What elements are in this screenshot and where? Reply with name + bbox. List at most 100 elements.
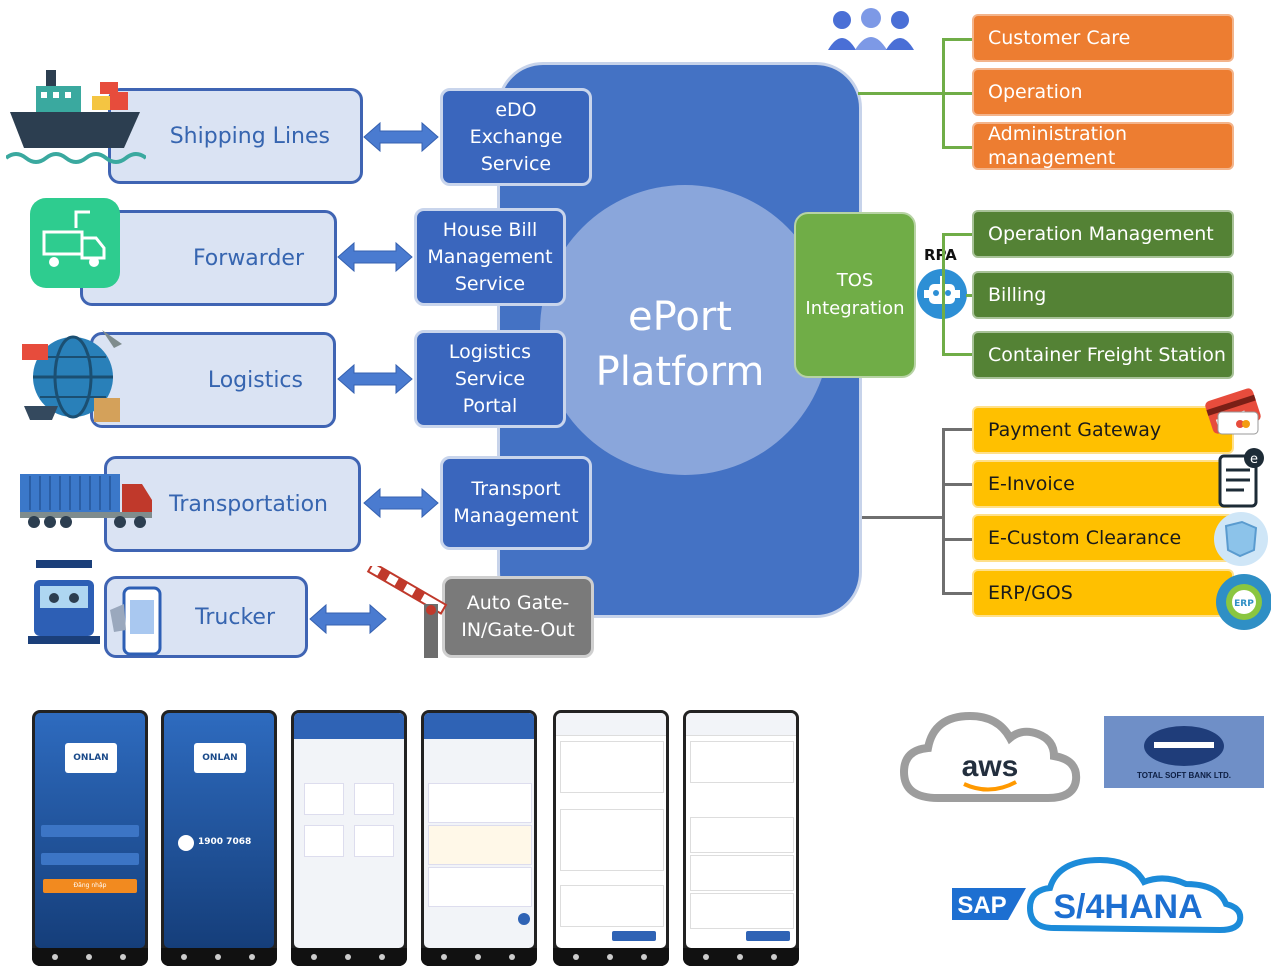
box-billing: Billing: [972, 271, 1234, 319]
customs-map-icon: [1214, 512, 1268, 566]
phone-screen-form: [553, 710, 669, 966]
list-item[interactable]: [428, 867, 532, 907]
entity-label: Trucker: [195, 604, 275, 630]
aws-cloud-logo: aws: [899, 711, 1081, 802]
gate-barrier-icon: [366, 566, 448, 658]
phone-call-icon: [178, 835, 194, 851]
connector-line: [942, 38, 974, 41]
credit-card-icon: [1205, 388, 1261, 435]
service-logistics-portal: Logistics Service Portal: [414, 330, 566, 428]
service-transport-management: Transport Management: [440, 456, 592, 550]
phone-screen-list: [421, 710, 537, 966]
box-erp-gos: ERP/GOS: [972, 569, 1234, 617]
connector-line: [942, 538, 974, 541]
menu-tile[interactable]: [354, 825, 394, 857]
double-arrow-icon: [337, 363, 413, 395]
list-item[interactable]: [690, 855, 794, 891]
phone-screen-splash: ONLAN 1900 7068: [161, 710, 277, 966]
menu-tile[interactable]: [354, 783, 394, 815]
connector-line: [966, 294, 974, 297]
platform-title: ePort Platform: [560, 290, 800, 400]
container-truck-icon: [20, 474, 152, 528]
platform-title-line1: ePort: [628, 294, 732, 340]
connector-line: [942, 428, 974, 431]
box-e-custom-clearance: E-Custom Clearance: [972, 514, 1234, 562]
box-container-freight-station: Container Freight Station: [972, 331, 1234, 379]
menu-tile[interactable]: [304, 825, 344, 857]
connector-line: [942, 92, 974, 95]
app-header: [424, 713, 534, 739]
rpa-label: RPA: [924, 246, 957, 264]
box-operation-management: Operation Management: [972, 210, 1234, 258]
connector-line: [942, 592, 974, 595]
box-customer-care: Customer Care: [972, 14, 1234, 62]
confirm-button[interactable]: [746, 931, 790, 941]
detail-card: [690, 741, 794, 783]
detail-card: [560, 741, 664, 793]
submit-button[interactable]: [612, 931, 656, 941]
trucker-phone-icon: [28, 560, 162, 656]
service-edo-exchange: eDO Exchange Service: [440, 88, 592, 186]
connector-line: [942, 233, 974, 236]
s4hana-text: S/4HANA: [1053, 888, 1202, 926]
list-item[interactable]: [428, 783, 532, 823]
people-group-icon: [828, 8, 914, 50]
entity-label: Forwarder: [192, 245, 304, 271]
entity-label: Logistics: [207, 367, 303, 393]
globe-logistics-icon: [22, 330, 122, 422]
entity-label: Shipping Lines: [169, 123, 330, 149]
brand-logo: ONLAN: [65, 743, 117, 773]
e-invoice-icon: e: [1218, 448, 1264, 508]
double-arrow-icon: [309, 603, 387, 635]
app-header: [686, 713, 796, 736]
tsb-text: TOTAL SOFT BANK LTD.: [1137, 771, 1231, 780]
username-field[interactable]: [41, 825, 139, 837]
double-arrow-icon: [363, 487, 439, 519]
phone-screen-detail: [683, 710, 799, 966]
double-arrow-icon: [363, 121, 439, 153]
list-item[interactable]: [690, 893, 794, 929]
aws-text: aws: [962, 750, 1019, 783]
entity-shipping-lines: Shipping Lines: [108, 88, 363, 184]
service-house-bill: House Bill Management Service: [414, 208, 566, 306]
connector-line: [942, 483, 974, 486]
brand-logo: ONLAN: [194, 743, 246, 773]
connector-line: [942, 353, 974, 356]
list-item[interactable]: [428, 825, 532, 865]
connector-line: [942, 233, 945, 355]
erp-gear-icon: ERP: [1216, 574, 1271, 630]
phone-screen-login: ONLAN Đăng nhập: [32, 710, 148, 966]
detail-card: [560, 809, 664, 871]
service-auto-gate: Auto Gate- IN/Gate-Out: [442, 576, 594, 658]
tos-integration: TOS Integration: [794, 212, 916, 378]
fab-button[interactable]: [518, 913, 530, 925]
list-item[interactable]: [690, 817, 794, 853]
box-operation: Operation: [972, 68, 1234, 116]
app-header: [556, 713, 666, 736]
menu-tile[interactable]: [304, 783, 344, 815]
svg-text:ERP: ERP: [1234, 599, 1254, 609]
connector-line: [942, 146, 974, 149]
box-administration-management: Administration management: [972, 122, 1234, 170]
sap-s4hana-logo: SAP S/4HANA: [952, 856, 1244, 934]
password-field[interactable]: [41, 853, 139, 865]
svg-text:e: e: [1250, 452, 1258, 467]
app-header: [294, 713, 404, 739]
box-payment-gateway: Payment Gateway: [972, 406, 1234, 454]
double-arrow-icon: [337, 241, 413, 273]
entity-logistics: Logistics: [90, 332, 336, 428]
box-label: Administration management: [988, 123, 1128, 169]
entity-forwarder: Forwarder: [80, 210, 337, 306]
entity-label: Transportation: [169, 491, 328, 517]
hotline-number: 1900 7068: [198, 837, 252, 847]
detail-card: [560, 885, 664, 927]
box-e-invoice: E-Invoice: [972, 460, 1234, 508]
sap-text: SAP: [957, 892, 1006, 919]
connector-line: [858, 92, 944, 95]
platform-title-line2: Platform: [595, 349, 765, 395]
login-button[interactable]: Đăng nhập: [43, 879, 137, 893]
total-soft-bank-logo: TOTAL SOFT BANK LTD.: [1104, 716, 1264, 788]
ship-icon: [6, 70, 146, 164]
forwarder-truck-icon: [30, 198, 120, 288]
platform-circle: [540, 185, 830, 475]
